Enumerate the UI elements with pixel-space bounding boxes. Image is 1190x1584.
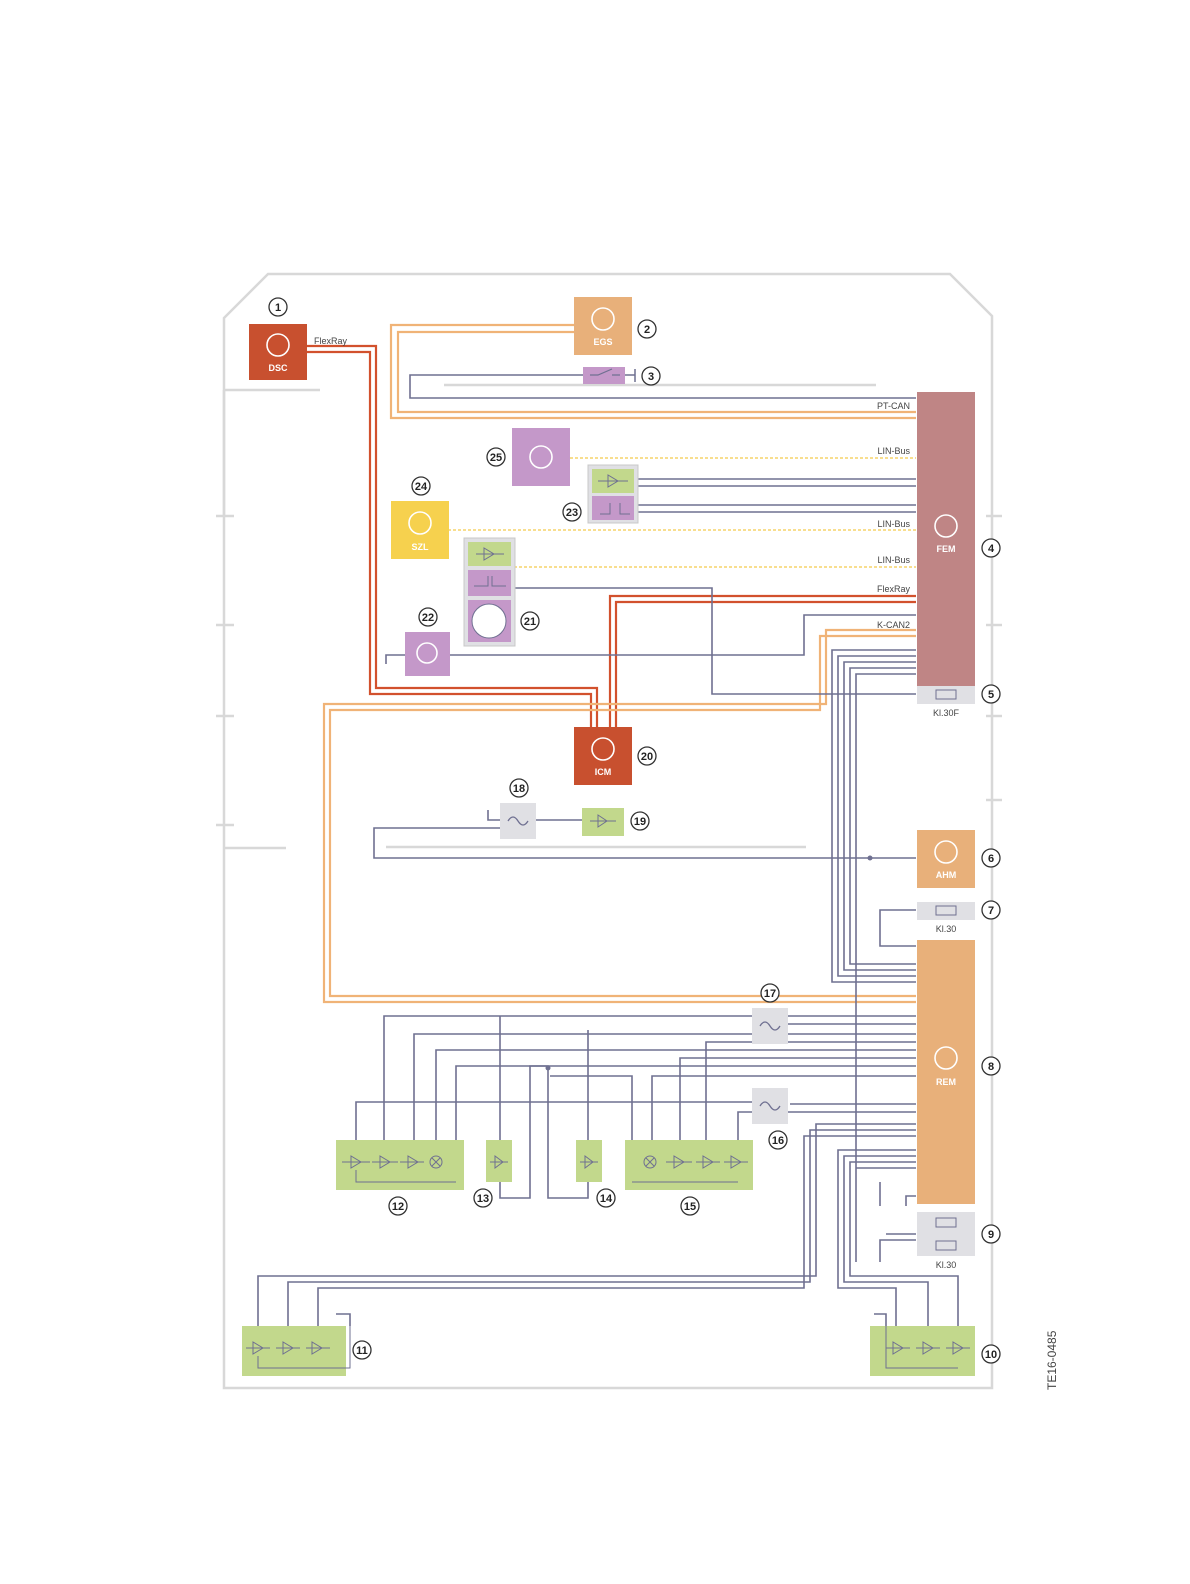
callout-number: 7 <box>988 905 994 917</box>
callout-13: 13 <box>474 1189 492 1207</box>
callout-8: 8 <box>982 1057 1000 1075</box>
callout-number: 12 <box>392 1201 404 1213</box>
led-14 <box>576 1140 602 1182</box>
szl-label: SZL <box>412 542 430 552</box>
light-group-12 <box>336 1140 464 1190</box>
lin-bus-label-2: LIN-Bus <box>877 519 910 529</box>
callout-16: 16 <box>769 1131 787 1149</box>
callout-number: 23 <box>566 507 578 519</box>
led-13 <box>486 1140 512 1182</box>
callout-number: 2 <box>644 324 650 336</box>
callout-25: 25 <box>487 448 505 466</box>
icm-label: ICM <box>595 767 612 777</box>
ahm-module: AHM <box>917 830 975 888</box>
icm-module: ICM <box>574 727 632 785</box>
callout-15: 15 <box>681 1197 699 1215</box>
rem-module: REM <box>917 940 975 1256</box>
led-19 <box>582 808 624 836</box>
callout-7: 7 <box>982 901 1000 919</box>
callout-9: 9 <box>982 1225 1000 1243</box>
light-group-11 <box>242 1326 350 1376</box>
callout-5: 5 <box>982 685 1000 703</box>
callout-number: 9 <box>988 1229 994 1241</box>
callout-number: 16 <box>772 1135 784 1147</box>
egs-label: EGS <box>593 337 612 347</box>
callout-number: 14 <box>600 1193 613 1205</box>
switch-cluster-21 <box>464 538 515 646</box>
callout-number: 11 <box>356 1345 368 1357</box>
callout-1: 1 <box>269 298 287 316</box>
callout-6: 6 <box>982 849 1000 867</box>
lin-bus-label-1: LIN-Bus <box>877 446 910 456</box>
light-group-10 <box>870 1326 975 1376</box>
callout-17: 17 <box>761 984 779 1002</box>
dsc-label: DSC <box>268 363 288 373</box>
szl-module: SZL <box>391 501 449 559</box>
fem-label: FEM <box>937 544 956 554</box>
flexray-label-top: FlexRay <box>314 336 348 346</box>
rem-label: REM <box>936 1077 956 1087</box>
callout-number: 21 <box>524 616 536 628</box>
pt-can-label: PT-CAN <box>877 401 910 411</box>
callout-20: 20 <box>638 747 656 765</box>
switch-module-23 <box>588 465 638 523</box>
junction-dot <box>868 856 873 861</box>
callout-22: 22 <box>419 608 437 626</box>
callout-4: 4 <box>982 539 1000 557</box>
callout-11: 11 <box>353 1341 371 1359</box>
flexray-label: FlexRay <box>877 584 911 594</box>
callout-number: 4 <box>988 543 995 555</box>
callout-number: 18 <box>513 783 525 795</box>
callout-number: 15 <box>684 1201 696 1213</box>
callout-number: 19 <box>634 816 646 828</box>
kl30-label-b: Kl.30 <box>936 1260 957 1270</box>
callout-number: 5 <box>988 689 994 701</box>
callout-12: 12 <box>389 1197 407 1215</box>
junction-dot <box>546 1066 551 1071</box>
kl30-label-a: Kl.30 <box>936 924 957 934</box>
dsc-module: DSC <box>249 324 307 380</box>
callout-number: 22 <box>422 612 434 624</box>
k-can2-label: K-CAN2 <box>877 620 910 630</box>
callout-18: 18 <box>510 779 528 797</box>
filter-16 <box>752 1088 788 1124</box>
callout-14: 14 <box>597 1189 615 1207</box>
callout-number: 10 <box>985 1349 997 1361</box>
callout-21: 21 <box>521 612 539 630</box>
callout-3: 3 <box>642 367 660 385</box>
module-22 <box>405 632 450 676</box>
filter-17 <box>752 1008 788 1044</box>
callout-24: 24 <box>412 477 430 495</box>
kl30f-label: Kl.30F <box>933 708 960 718</box>
callout-number: 25 <box>490 452 502 464</box>
module-25 <box>512 428 570 486</box>
callout-number: 17 <box>764 988 776 1000</box>
callout-number: 3 <box>648 371 654 383</box>
callout-number: 20 <box>641 751 653 763</box>
callout-10: 10 <box>982 1345 1000 1363</box>
figure-id: TE16-0485 <box>1045 1330 1059 1390</box>
egs-module: EGS <box>574 297 632 355</box>
switch-3 <box>583 367 635 384</box>
kl30-fuse-7 <box>917 902 975 920</box>
callout-number: 8 <box>988 1061 994 1073</box>
callout-19: 19 <box>631 812 649 830</box>
ahm-label: AHM <box>936 870 957 880</box>
callout-number: 1 <box>275 302 281 314</box>
fem-module: FEM <box>917 392 975 704</box>
lin-bus-label-3: LIN-Bus <box>877 555 910 565</box>
callout-number: 24 <box>415 481 428 493</box>
light-group-15 <box>625 1140 753 1190</box>
callout-number: 13 <box>477 1193 489 1205</box>
callout-23: 23 <box>563 503 581 521</box>
filter-18 <box>500 803 536 839</box>
callout-number: 6 <box>988 853 994 865</box>
callout-2: 2 <box>638 320 656 338</box>
